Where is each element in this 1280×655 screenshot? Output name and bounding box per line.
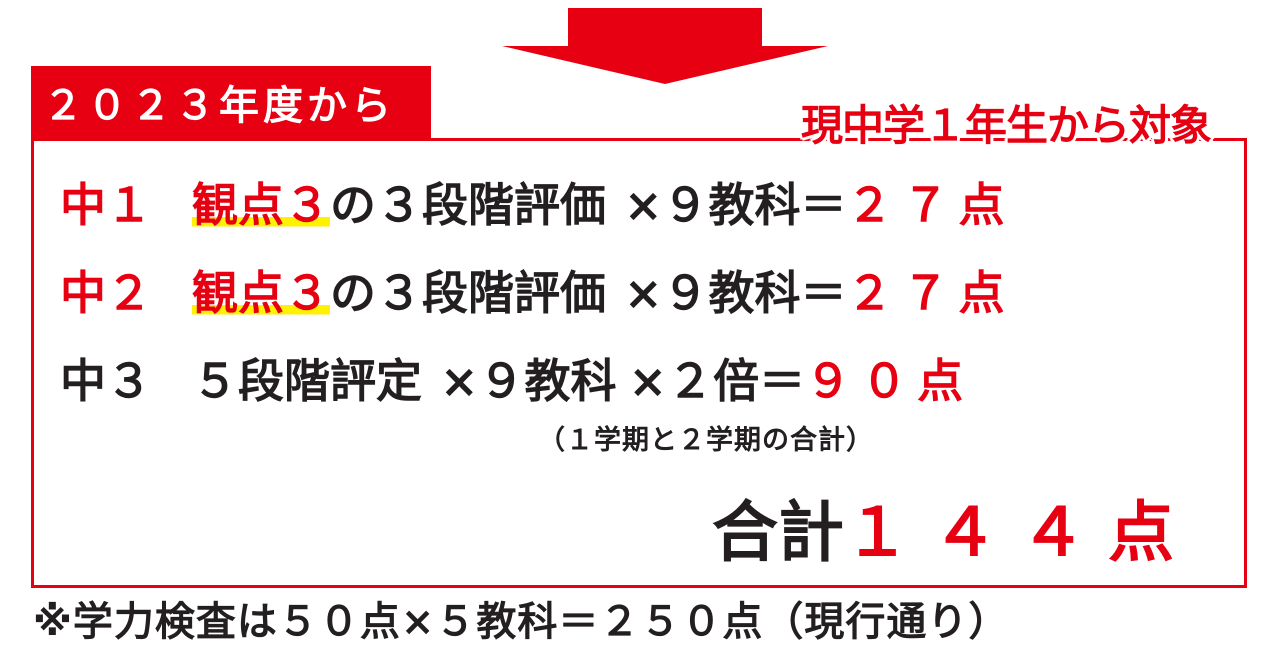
grade-row-3: 中３ ５段階評定 ×９教科×２倍＝９０点 — [60, 346, 973, 416]
year-tab: ２０２３年度から — [31, 66, 431, 138]
scale-text: ５段階評定 — [192, 354, 422, 408]
target-tag: 現中学１年生から対象 — [765, 92, 1247, 152]
equals-sign: ＝ — [800, 266, 847, 320]
total-line: 合計１４４点 — [712, 488, 1196, 578]
target-tag-label: 現中学１年生から対象 — [800, 100, 1212, 150]
subjects-text: ×９教科 — [624, 266, 801, 320]
scale-text: の３段階評価 — [330, 178, 606, 232]
equals-sign: ＝ — [800, 178, 847, 232]
total-label: 合計 — [712, 494, 844, 571]
grade-row-2: 中２ 観点３の３段階評価 ×９教科＝２７点 — [60, 258, 1015, 328]
scale-text: の３段階評価 — [330, 266, 606, 320]
grade-row-1: 中１ 観点３の３段階評価 ×９教科＝２７点 — [60, 170, 1015, 240]
subjects-text: ×９教科 — [440, 354, 617, 408]
down-arrow-icon — [502, 8, 828, 84]
points-value: ２７点 — [846, 178, 1015, 232]
points-value: ９０点 — [805, 354, 974, 408]
grade-label: 中１ — [60, 178, 152, 232]
views-count: 観点３ — [192, 178, 330, 232]
views-count: 観点３ — [192, 266, 330, 320]
total-value: １４４点 — [844, 494, 1196, 571]
year-tab-label: ２０２３年度から — [43, 83, 395, 129]
grade-label: 中２ — [60, 266, 152, 320]
semester-note: （１学期と２学期の合計） — [538, 425, 874, 456]
points-value: ２７点 — [846, 266, 1015, 320]
grade-label: 中３ — [60, 354, 152, 408]
content-frame — [31, 138, 1247, 588]
equals-sign: ＝ — [759, 354, 806, 408]
multiplier-text: ×２倍 — [628, 354, 760, 408]
subjects-text: ×９教科 — [624, 178, 801, 232]
footnote: ※学力検査は５０点×５教科＝２５０点（現行通り） — [33, 599, 1010, 645]
